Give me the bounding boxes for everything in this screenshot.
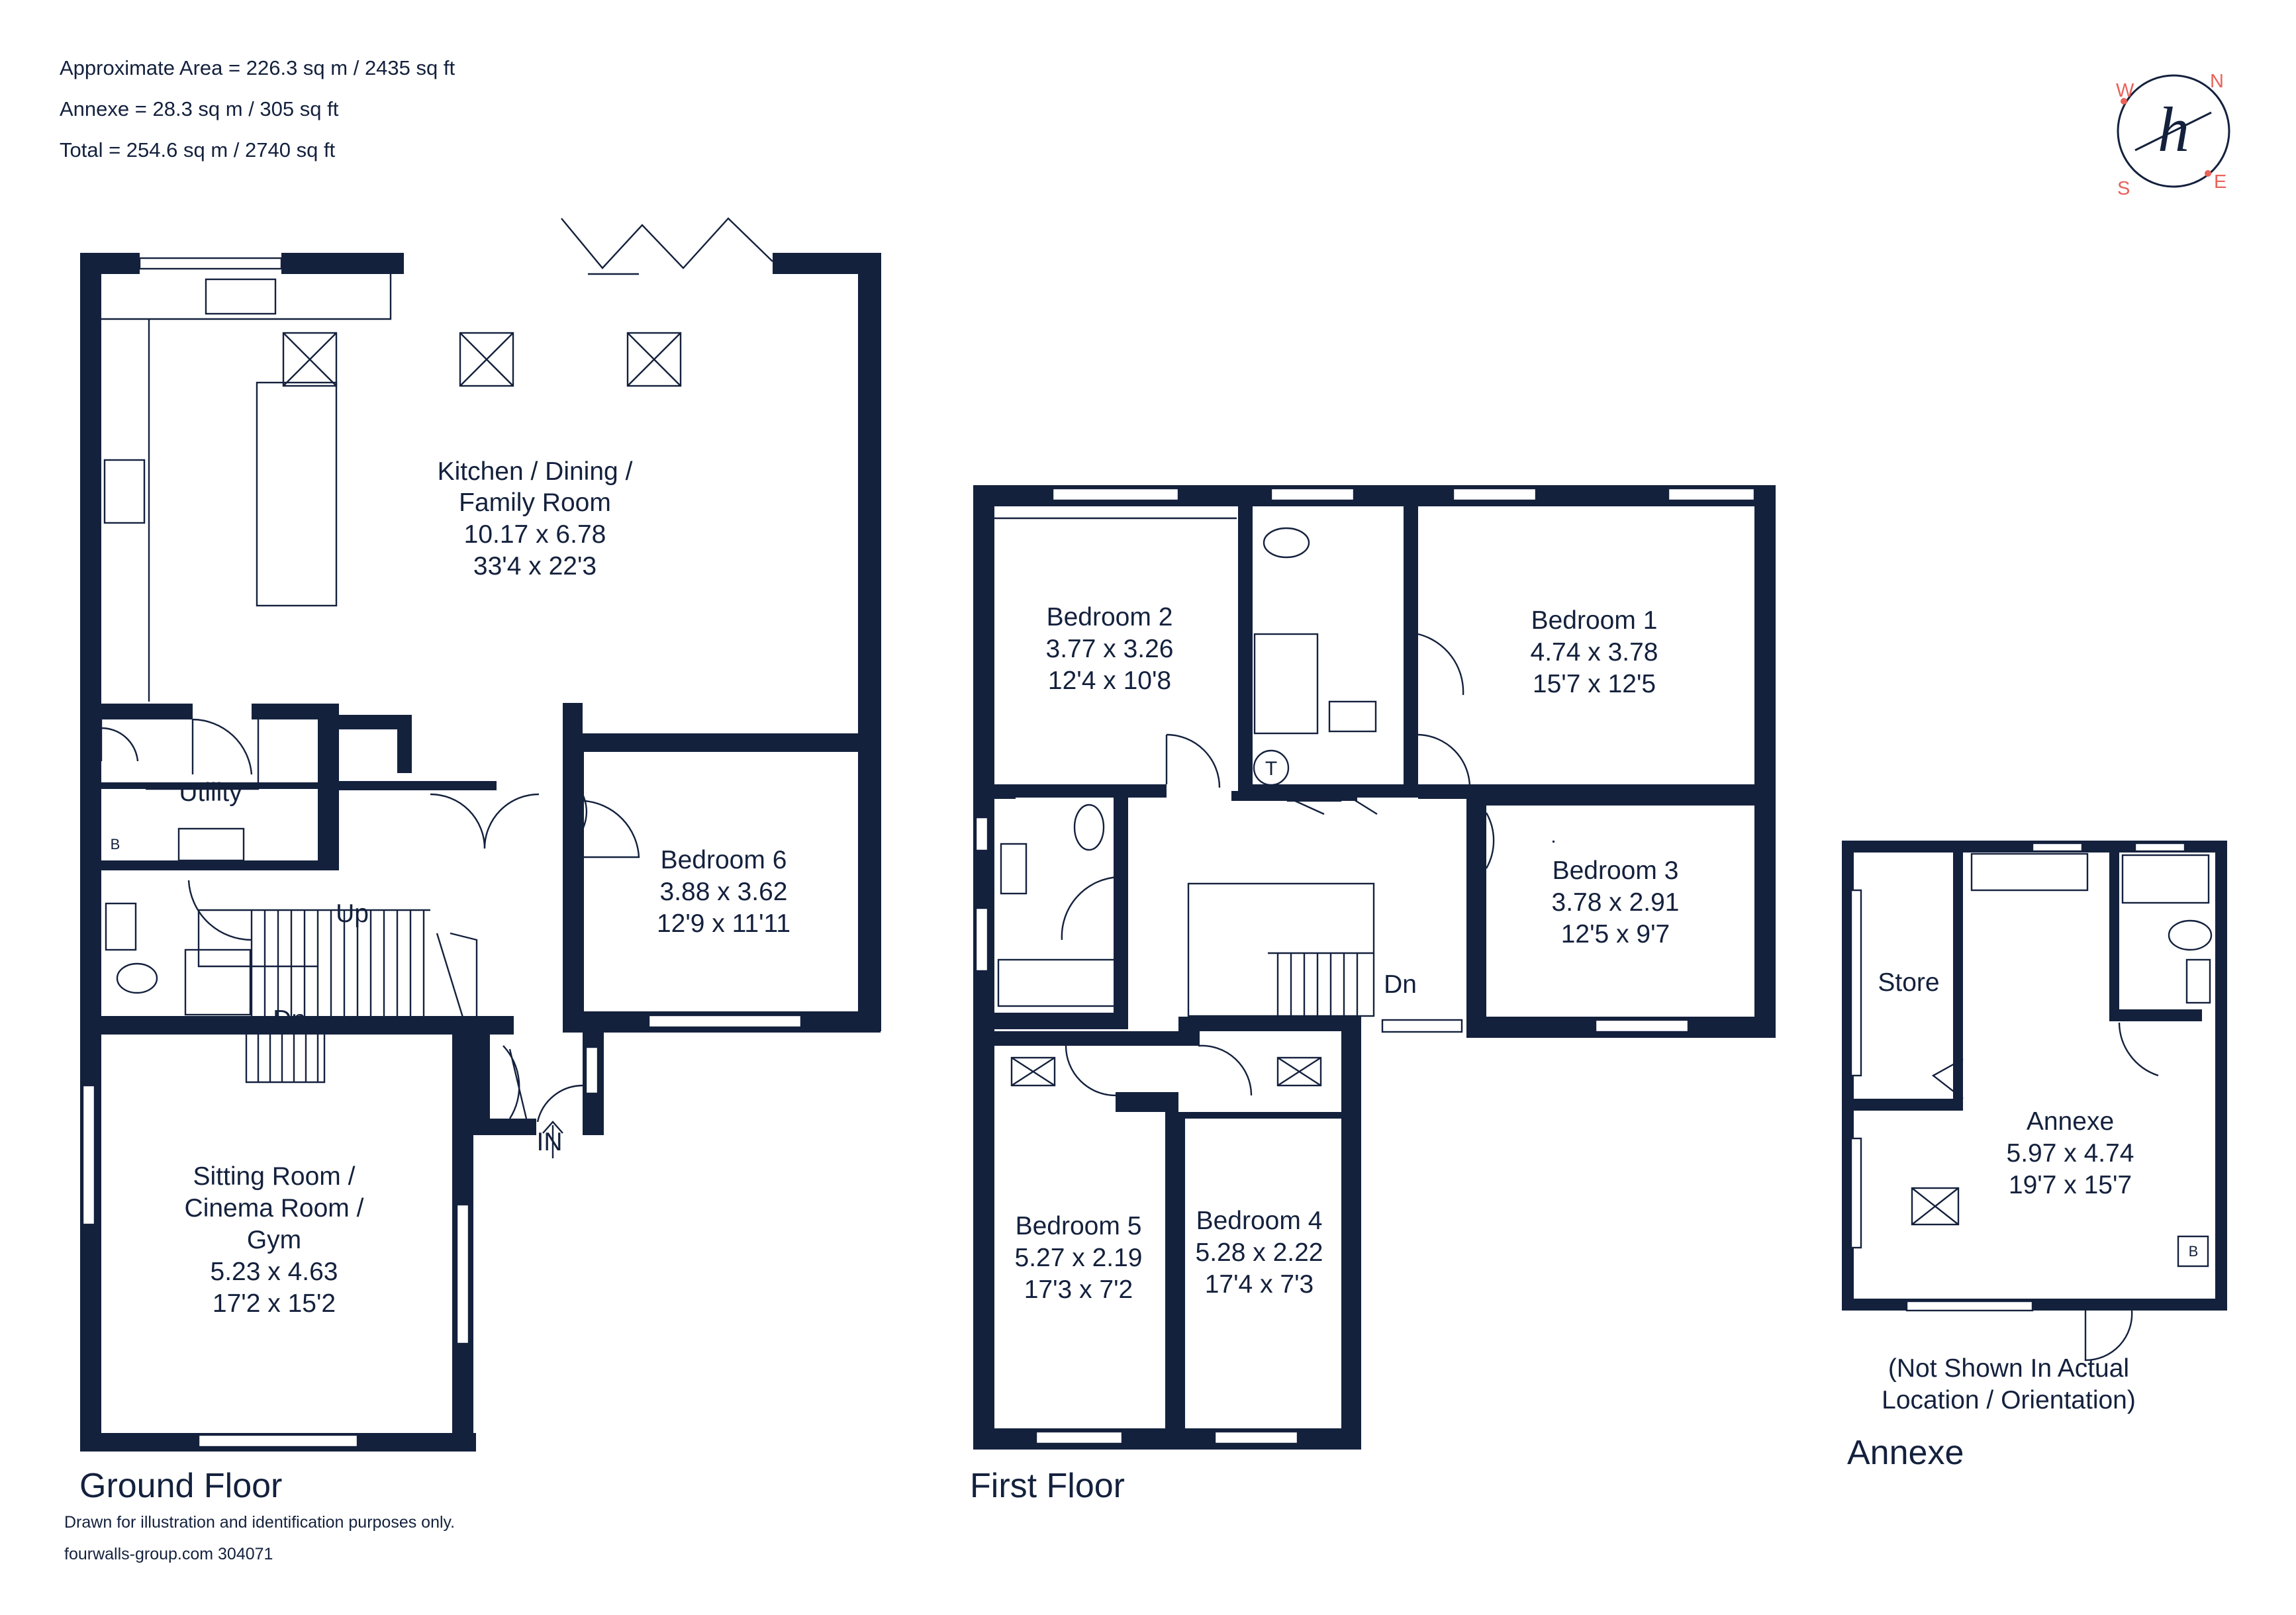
room-utility-label: Utility [179, 778, 242, 807]
kitchen-name-2: Family Room [459, 488, 611, 517]
room-bedroom2-label: Bedroom 2 3.77 x 3.26 12'4 x 10'8 [1046, 603, 1174, 695]
bedroom3-metric: 3.78 x 2.91 [1552, 888, 1680, 917]
room-bedroom6-label: Bedroom 6 3.88 x 3.62 12'9 x 11'11 [657, 846, 790, 938]
annexe-note-1: (Not Shown In Actual [1888, 1354, 2129, 1383]
compass-e: E [2214, 171, 2226, 193]
compass-icon: h W N S E [2116, 71, 2230, 199]
annexe-metric: 5.97 x 4.74 [2007, 1139, 2134, 1168]
bedroom4-name: Bedroom 4 [1196, 1207, 1323, 1235]
bedroom5-name: Bedroom 5 [1016, 1212, 1142, 1240]
room-bedroom5-label: Bedroom 5 5.27 x 2.19 17'3 x 7'2 [1015, 1212, 1143, 1304]
bedroom2-imperial: 12'4 x 10'8 [1048, 667, 1171, 695]
annexe-area: Annexe = 28.3 sq m / 305 sq ft [60, 97, 339, 120]
bedroom2-metric: 3.77 x 3.26 [1046, 635, 1174, 663]
stair-down-marker: Dn [273, 1005, 306, 1034]
room-bedroom1-label: Bedroom 1 4.74 x 3.78 15'7 x 12'5 [1531, 606, 1658, 698]
compass-w: W [2116, 80, 2134, 101]
annexe-plan [1553, 841, 2227, 1361]
annexe-imperial: 19'7 x 15'7 [2009, 1171, 2132, 1199]
bedroom3-imperial: 12'5 x 9'7 [1561, 920, 1670, 948]
annexe-boiler-marker: B [2189, 1243, 2199, 1260]
bedroom6-imperial: 12'9 x 11'11 [657, 909, 790, 938]
approximate-area: Approximate Area = 226.3 sq m / 2435 sq … [60, 56, 455, 79]
bedroom6-name: Bedroom 6 [661, 846, 787, 874]
bedroom1-name: Bedroom 1 [1531, 606, 1658, 635]
bedroom4-imperial: 17'4 x 7'3 [1205, 1270, 1314, 1299]
compass-n: N [2210, 71, 2224, 92]
tank-marker: T [1265, 758, 1277, 780]
kitchen-name-1: Kitchen / Dining / [438, 457, 633, 486]
sitting-name-1: Sitting Room / [193, 1162, 356, 1191]
room-sitting-label: Sitting Room / Cinema Room / Gym 5.23 x … [185, 1162, 364, 1318]
stair-up-marker: Up [336, 900, 369, 928]
room-kitchen-label: Kitchen / Dining / Family Room 10.17 x 6… [438, 457, 633, 580]
boiler-marker: B [111, 836, 120, 853]
room-store-label: Store [1878, 968, 1939, 997]
room-bedroom3-label: Bedroom 3 3.78 x 2.91 12'5 x 9'7 [1552, 856, 1680, 948]
sitting-name-2: Cinema Room / [185, 1194, 364, 1223]
total-area: Total = 254.6 sq m / 2740 sq ft [60, 138, 336, 162]
bedroom6-metric: 3.88 x 3.62 [660, 878, 788, 906]
logo-letter: h [2158, 94, 2189, 165]
sitting-imperial: 17'2 x 15'2 [213, 1289, 336, 1318]
entrance-marker: IN [537, 1128, 563, 1156]
ground-floor-title: Ground Floor [79, 1467, 282, 1505]
bedroom4-metric: 5.28 x 2.22 [1196, 1238, 1323, 1267]
room-annexe-label: Annexe 5.97 x 4.74 19'7 x 15'7 [2007, 1107, 2134, 1199]
area-summary: Approximate Area = 226.3 sq m / 2435 sq … [60, 56, 455, 162]
bedroom5-imperial: 17'3 x 7'2 [1024, 1275, 1133, 1304]
disclaimer-text: Drawn for illustration and identificatio… [64, 1513, 455, 1532]
sitting-name-3: Gym [247, 1226, 301, 1254]
first-floor-title: First Floor [970, 1467, 1125, 1505]
bedroom1-imperial: 15'7 x 12'5 [1533, 670, 1656, 698]
kitchen-metric: 10.17 x 6.78 [464, 520, 606, 549]
stair-down-first-marker: Dn [1384, 970, 1417, 999]
kitchen-imperial: 33'4 x 22'3 [473, 552, 597, 580]
reference-text: fourwalls-group.com 304071 [64, 1545, 273, 1563]
annexe-floor-title: Annexe [1847, 1434, 1964, 1472]
bedroom5-metric: 5.27 x 2.19 [1015, 1244, 1143, 1272]
bedroom3-name: Bedroom 3 [1553, 856, 1679, 885]
ground-floor-plan [80, 217, 881, 1452]
annexe-location-note: (Not Shown In Actual Location / Orientat… [1882, 1354, 2136, 1414]
annexe-name: Annexe [2027, 1107, 2114, 1136]
compass-s: S [2117, 178, 2130, 199]
room-bedroom4-label: Bedroom 4 5.28 x 2.22 17'4 x 7'3 [1196, 1207, 1323, 1299]
bedroom1-metric: 4.74 x 3.78 [1531, 638, 1658, 667]
bedroom2-name: Bedroom 2 [1047, 603, 1173, 631]
annexe-note-2: Location / Orientation) [1882, 1386, 2136, 1414]
sitting-metric: 5.23 x 4.63 [211, 1258, 338, 1286]
first-floor-plan [973, 485, 1776, 1450]
